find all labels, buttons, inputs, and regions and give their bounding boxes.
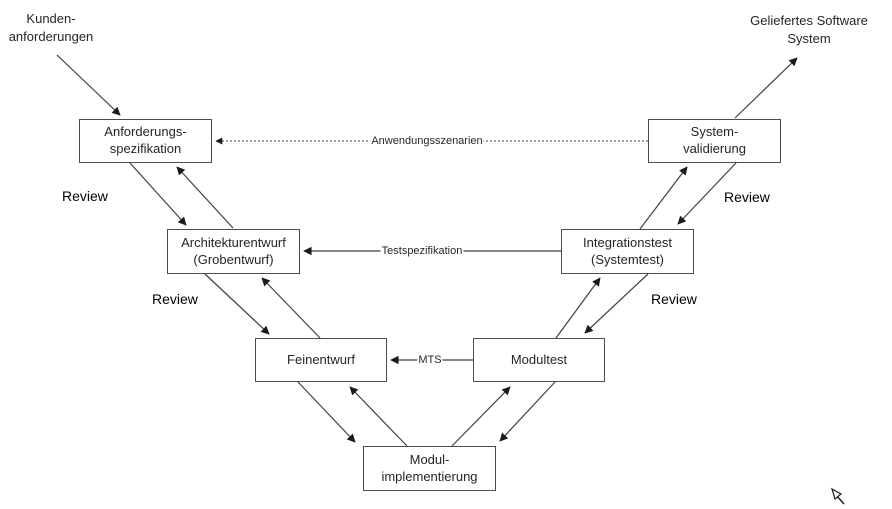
arrow-modulimplementierung-to-modultest [451, 386, 511, 447]
arrow-anforderung-to-architektur [129, 162, 187, 226]
node-architekturentwurf: Architekturentwurf (Grobentwurf) [167, 229, 300, 274]
node-label-line: (Systemtest) [591, 251, 664, 267]
node-label-line: (Grobentwurf) [193, 251, 274, 267]
node-label-line: System- [690, 124, 739, 140]
label-geliefertes-line1: Geliefertes Software [750, 13, 868, 28]
node-label-line: Modul- [409, 451, 450, 467]
label-kundenanforderungen: Kunden- anforderungen [3, 10, 99, 45]
arrow-architektur-to-feinentwurf [204, 273, 270, 335]
arrow-modultest-to-integrationstest [555, 277, 601, 339]
arrow-review-feinentwurf-to-architektur [261, 277, 321, 339]
label-review-right-middle: Review [651, 291, 697, 307]
node-label-line: Integrationstest [583, 234, 672, 250]
node-label-line: validierung [683, 141, 746, 156]
label-geliefertes-line2: System [787, 30, 831, 46]
arrow-review-modultest-to-modulimplementierung [499, 381, 556, 442]
node-label-line: Modultest [510, 351, 568, 367]
node-modultest: Modultest [473, 338, 605, 382]
label-review-right-top: Review [724, 189, 770, 205]
node-label-line: Feinentwurf [287, 351, 355, 367]
node-label-line: spezifikation [109, 141, 182, 156]
label-review-left-top: Review [62, 188, 108, 204]
node-label-line: Architekturentwurf [181, 234, 286, 250]
arrow-kundenanforderungen-to-anforderungsspezifikation [56, 54, 121, 116]
node-modulimplementierung: Modul- implementierung [363, 446, 496, 491]
arrow-review-integrationstest-to-modultest [584, 273, 649, 334]
label-testspezifikation: Testspezifikation [380, 245, 464, 257]
arrow-feinentwurf-to-modulimplementierung [297, 381, 356, 443]
label-anwendungsszenarien: Anwendungsszenarien [370, 135, 484, 147]
node-systemvalidierung: System- validierung [648, 119, 781, 163]
arrow-integrationstest-to-systemvalidierung [639, 166, 688, 230]
node-label-line: Anforderungs- [104, 124, 187, 140]
label-geliefertes-software-system: Geliefertes Software System [738, 12, 880, 47]
label-mts: MTS [417, 354, 443, 366]
node-label-line: implementierung [381, 468, 478, 484]
label-kundenanforderungen-line1: Kunden- [26, 11, 76, 26]
node-anforderungsspezifikation: Anforderungs- spezifikation [79, 119, 212, 163]
node-feinentwurf: Feinentwurf [255, 338, 387, 382]
arrow-review-systemvalidierung-to-integrationstest [677, 162, 737, 225]
arrow-review-modulimplementierung-to-feinentwurf [349, 386, 408, 447]
node-integrationstest: Integrationstest (Systemtest) [561, 229, 694, 274]
arrow-systemvalidierung-to-geliefertes-system [734, 57, 798, 119]
label-review-left-middle: Review [152, 291, 198, 307]
mouse-cursor-icon [831, 487, 845, 505]
label-kundenanforderungen-line2: anforderungen [8, 28, 94, 44]
arrow-review-architektur-to-anforderung [176, 166, 234, 229]
